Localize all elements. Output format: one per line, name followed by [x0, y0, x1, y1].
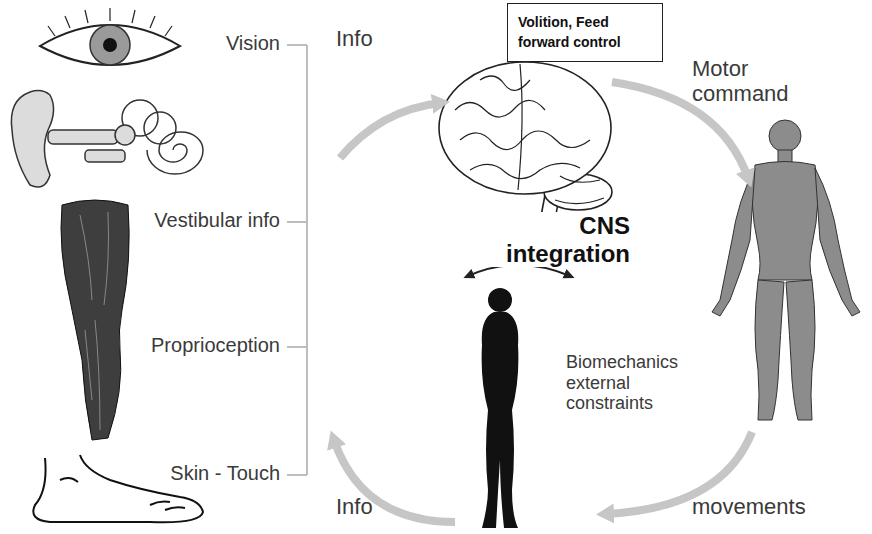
flow-label: Info: [336, 26, 406, 51]
center-label: CNS integration: [490, 212, 632, 267]
sense-label: Vision: [100, 32, 280, 55]
cycle-arrows: [334, 82, 752, 522]
sense-label: Proprioception: [80, 334, 280, 357]
standing-silhouette: [482, 288, 519, 528]
sense-label: Vestibular info: [80, 209, 280, 232]
constraint-label: Biomechanics external constraints: [566, 352, 694, 414]
box-text: Volition, Feed forward control: [518, 12, 652, 53]
flow-label: Info: [336, 494, 406, 519]
flow-label: movements: [692, 494, 842, 519]
muscle-figure: [712, 120, 860, 420]
eye-icon: [40, 8, 180, 65]
bracket: [287, 45, 307, 475]
sense-label: Skin - Touch: [80, 462, 280, 485]
control-box: Volition, Feed forward control: [507, 3, 663, 62]
leg-icon: [61, 200, 129, 440]
inner-ear-icon: [5, 80, 230, 192]
flow-label: Motor command: [692, 56, 804, 107]
